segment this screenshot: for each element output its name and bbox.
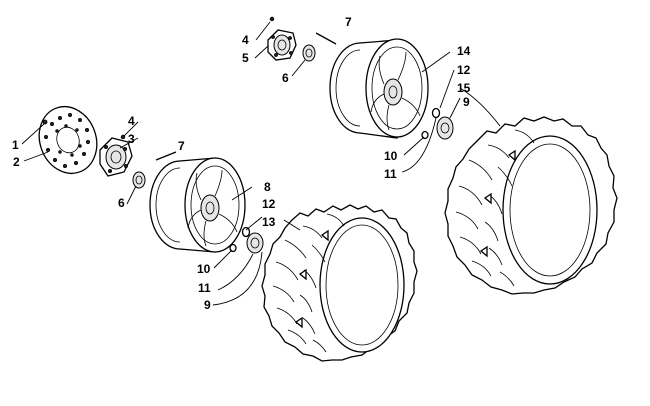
callout-10-left: 10	[197, 262, 211, 276]
callout-9-right: 9	[463, 95, 470, 109]
callout-4-left: 4	[128, 114, 135, 128]
front-hub-right	[267, 29, 297, 61]
tire-front-right	[444, 116, 618, 295]
callout-11-left: 11	[198, 281, 211, 295]
front-hub-left	[99, 137, 133, 177]
callout-12-right: 12	[457, 63, 471, 77]
wheel-rim-right	[329, 38, 429, 139]
valve-stem-right	[315, 32, 337, 45]
hub-nut-right	[302, 44, 316, 62]
lug-nut-right	[421, 130, 429, 140]
rim-nut-left	[246, 232, 264, 254]
callout-6-right: 6	[282, 71, 289, 85]
callout-labels: 1 2 3 4 4 5 6 6 7 7 8 12 13 10 11 9 14 1…	[12, 15, 471, 312]
washer-left	[241, 226, 251, 238]
washer-right	[431, 107, 441, 119]
callout-7-left: 7	[178, 139, 185, 153]
brake-disc	[38, 105, 98, 175]
callout-5: 5	[242, 51, 249, 65]
lug-nut-left	[229, 243, 237, 253]
callout-7-right: 7	[345, 15, 352, 29]
wheel-rim-left	[149, 157, 246, 253]
disc-bolt	[42, 119, 48, 125]
callout-13: 13	[262, 215, 276, 229]
callout-6-left: 6	[118, 196, 125, 210]
valve-stem-left	[155, 151, 177, 161]
callout-10-right: 10	[384, 149, 398, 163]
hub-stud-left	[120, 134, 126, 140]
callout-1: 1	[12, 138, 19, 152]
callout-3: 3	[128, 132, 135, 146]
callout-9-left: 9	[204, 298, 211, 312]
callout-11-right: 11	[384, 167, 397, 181]
callout-8: 8	[264, 180, 271, 194]
callout-4-right: 4	[242, 33, 249, 47]
hub-nut-left	[132, 171, 146, 189]
callout-14: 14	[457, 44, 471, 58]
tire-front-left	[261, 204, 418, 362]
hub-stud-right	[269, 16, 275, 22]
callout-15: 15	[457, 81, 471, 95]
callout-2: 2	[13, 155, 20, 169]
callout-12-left: 12	[262, 197, 276, 211]
leader-lines	[21, 21, 501, 306]
rim-nut-right	[436, 116, 454, 140]
